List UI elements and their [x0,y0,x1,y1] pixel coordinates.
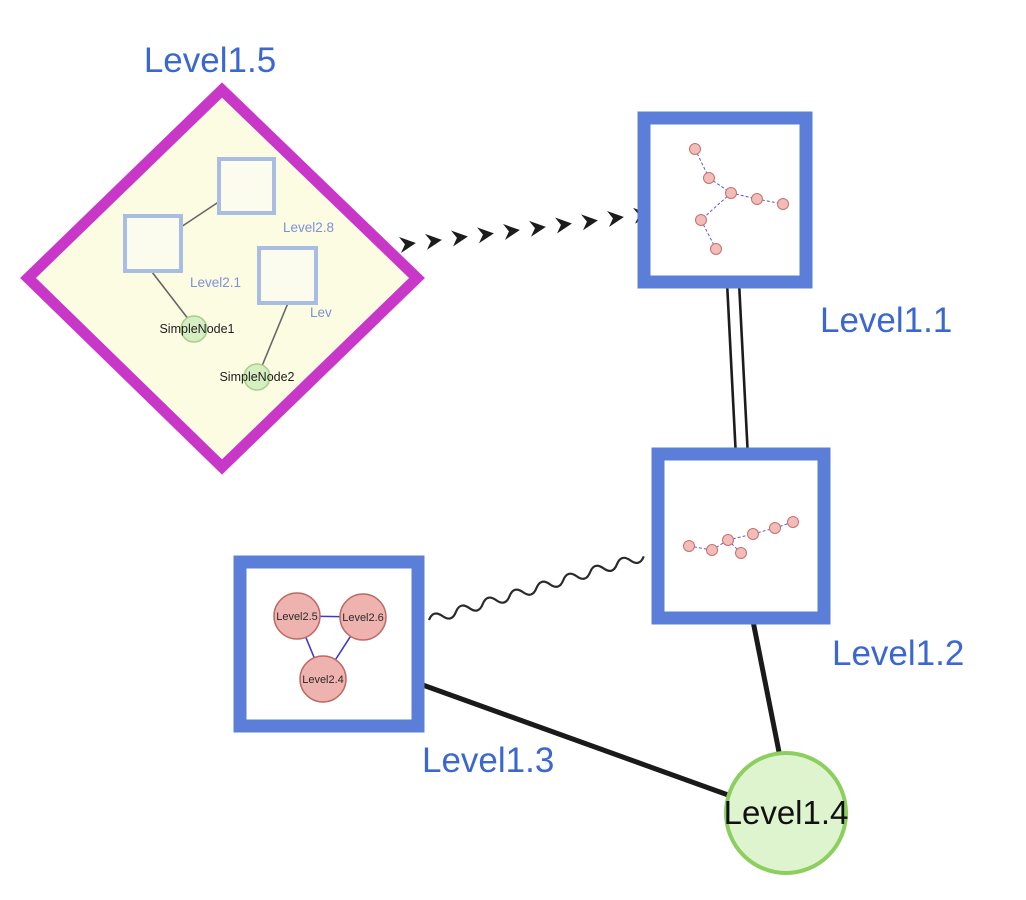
node-level11[interactable]: Level1.1 [637,111,952,340]
arrow-dash-icon [503,224,520,240]
edge-level13-to-level14[interactable] [417,681,745,803]
level14-circle[interactable] [724,751,848,875]
level13-child-node-1-label: Level2.5 [276,611,318,623]
arrow-dash-icon [529,220,546,237]
graph-node-dot[interactable] [725,187,737,199]
graph-node-dot[interactable] [747,528,759,540]
level13-child-node-2[interactable] [339,593,387,641]
arrow-dash-icon [399,237,416,253]
simple-node-1-label: SimpleNode1 [159,322,234,336]
graph-edge [688,545,713,551]
graph-node-dot[interactable] [703,172,715,184]
graph-node-dot[interactable] [689,143,701,155]
inner-square-right-label: Lev [310,305,332,320]
graph-edge [700,192,732,221]
arrow-dash-icon [607,211,624,227]
level13-child-node-3-label: Level2.4 [302,674,344,686]
graph-edge [752,527,776,535]
level13-child-node-1[interactable] [273,592,321,640]
graph-node-dot[interactable] [787,516,799,528]
graph-node-dot[interactable] [751,193,763,205]
graph-node-dot[interactable] [683,540,695,552]
level11-label: Level1.1 [820,301,952,340]
graph-edge [261,302,289,367]
edge-level15-to-level11-arrow-chain[interactable] [399,206,651,253]
arrow-dash-icon [555,217,572,234]
graph-node-dot[interactable] [695,214,707,226]
graph-node-dot[interactable] [710,243,722,255]
graph-edge [180,200,221,228]
arrow-dash-icon [425,233,442,250]
graph-node-dot[interactable] [722,534,734,546]
graph-edge [151,271,190,321]
double-line-right [737,281,750,459]
node-level14[interactable]: Level1.4 [724,751,849,875]
graph-node-dot[interactable] [735,547,747,559]
simple-node-1[interactable] [180,315,208,343]
inner-square-right[interactable] [257,246,318,305]
inner-square-left-label: Level2.1 [190,275,241,290]
level13-child-node-2-label: Level2.6 [342,612,384,624]
double-line-left [725,281,738,459]
diamond-shape[interactable] [20,82,425,475]
level11-subgraph-nodes [689,143,789,255]
arrow-dash-icon [581,214,598,231]
level12-box[interactable] [651,447,831,625]
graph-node-dot[interactable] [706,544,718,556]
graph-node-dot[interactable] [777,198,789,210]
node-level12[interactable]: Level1.2 [651,447,964,673]
level12-subgraph-nodes [683,516,799,559]
node-level15-group[interactable]: Level2.8 Level2.1 Lev SimpleNode1 Simple… [20,41,425,475]
edge-level11-to-level12-double-line[interactable] [725,281,750,459]
arrow-dash-icon [451,230,468,247]
arrow-dash-icon [477,227,494,244]
inner-square-top-label: Level2.8 [283,220,334,235]
level14-label: Level1.4 [724,794,849,831]
level13-child-node-3[interactable] [299,655,347,703]
level12-label: Level1.2 [832,634,964,673]
inner-square-left[interactable] [123,214,183,273]
level13-label: Level1.3 [422,741,554,780]
simple-node-2-label: SimpleNode2 [219,370,294,384]
inner-square-top[interactable] [217,157,276,215]
edge-level13-to-level12-wavy[interactable] [427,552,645,624]
level15-label: Level1.5 [144,41,276,80]
level15-inner-edges [151,200,289,367]
edge-level12-to-level14[interactable] [749,613,784,765]
node-level13[interactable]: Level2.5 Level2.6 Level2.4 Level1.3 [233,555,554,780]
graph-node-dot[interactable] [769,522,781,534]
simple-node-2[interactable] [243,363,271,391]
